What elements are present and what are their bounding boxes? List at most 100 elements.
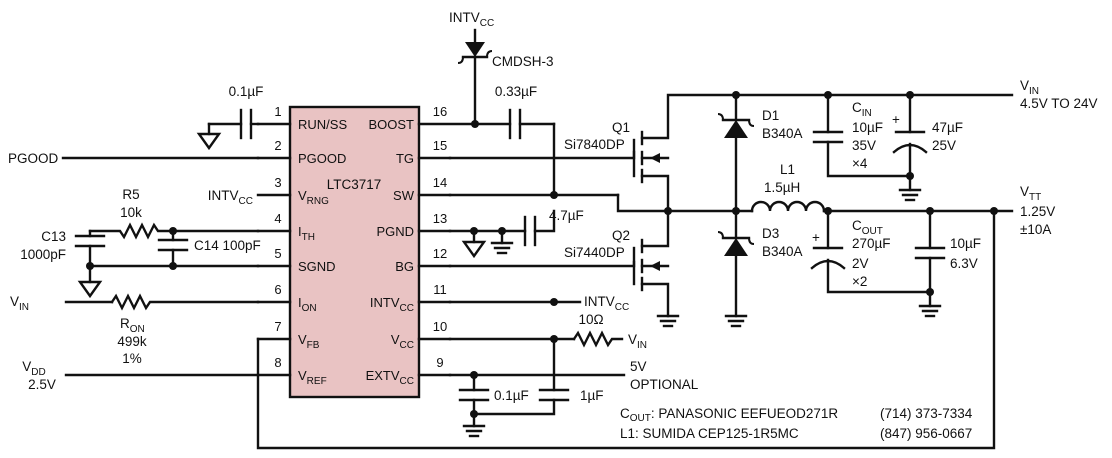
pin-sgnd-label: SGND <box>298 259 336 274</box>
vcc-filter: 10Ω VIN 1µF <box>448 312 647 416</box>
ic-part-label: LTC3717 <box>327 177 382 192</box>
c13-value: 1000pF <box>20 247 66 262</box>
component-notes: COUT: PANASONIC EEFUEOD271R (714) 373-73… <box>620 406 973 441</box>
c47-plus-sign: + <box>892 112 900 127</box>
pin-pgnd-label: PGND <box>376 224 414 239</box>
pin-3-number: 3 <box>274 175 281 190</box>
pin-10-number: 10 <box>433 319 447 334</box>
ion-vin-label: VIN <box>10 294 29 313</box>
c10-ceramic-capacitor: 10µF 6.3V <box>914 207 981 318</box>
pin-ith-label: ITH <box>298 224 315 243</box>
q1-name: Q1 <box>612 120 630 135</box>
pin-2-number: 2 <box>274 138 281 153</box>
pin-13-number: 13 <box>433 211 447 226</box>
pin-pgood-label: PGOOD <box>298 151 346 166</box>
ic-right-pins <box>417 122 477 377</box>
cout-voltage: 2V <box>852 256 869 271</box>
vdd-value: 2.5V <box>28 377 56 392</box>
cin-name: CIN <box>852 100 872 119</box>
cmdsh-label: CMDSH-3 <box>492 54 554 69</box>
extvcc-network: 0.1µF 5V OPTIONAL <box>448 359 699 438</box>
ic-body <box>288 105 421 399</box>
pgnd-capacitor-value: 4.7µF <box>549 208 584 223</box>
vrng-intvcc-label: INTVCC <box>208 188 253 207</box>
c47-bulk-capacitor: + 47µF 25V <box>892 91 963 202</box>
ic-left-pins <box>256 122 292 377</box>
boost-diode: INTVCC CMDSH-3 <box>449 10 554 128</box>
pin-15-number: 15 <box>433 138 447 153</box>
cout-plus-sign: + <box>812 230 820 245</box>
vcc-resistor-value: 10Ω <box>578 312 603 327</box>
pin-tg-label: TG <box>396 151 414 166</box>
cin-capacitors: CIN 10µF 35V ×4 <box>812 91 912 178</box>
vtt-voltage: 1.25V <box>1020 204 1055 219</box>
pin-vref-label: VREF <box>298 368 327 387</box>
intvcc-output-label: INTVCC <box>584 294 629 313</box>
boost-capacitor: 0.33µF <box>473 84 556 197</box>
pin-9-number: 9 <box>436 355 443 370</box>
c47-voltage: 25V <box>932 138 956 153</box>
ic-left-pin-labels: 1 2 3 4 5 6 7 8 RUN/SS PGOOD VRNG ITH SG… <box>274 104 347 387</box>
pin-14-number: 14 <box>433 175 447 190</box>
pin-sw-label: SW <box>393 188 415 203</box>
c13-name: C13 <box>41 229 66 244</box>
pin-boost-label: BOOST <box>368 117 414 132</box>
extvcc-capacitor-value: 0.1µF <box>494 388 529 403</box>
c10-value: 10µF <box>950 236 981 251</box>
pin-extvcc-label: EXTVCC <box>366 368 414 387</box>
pin-5-number: 5 <box>274 246 281 261</box>
ron-name: RON <box>120 316 145 335</box>
r5-value: 10k <box>120 205 142 220</box>
pin-8-number: 8 <box>274 355 281 370</box>
pin-ion-label: ION <box>298 295 317 314</box>
d1-part: B340A <box>762 126 803 141</box>
pin-11-number: 11 <box>433 282 447 297</box>
cout-count: ×2 <box>852 274 867 289</box>
ron-tolerance: 1% <box>122 351 142 366</box>
pgood-label: PGOOD <box>8 151 59 166</box>
ith-compensation-network: R5 10k C13 1000pF C14 100pF <box>20 187 261 299</box>
q2-part: Si7440DP <box>564 245 625 260</box>
boost-capacitor-value: 0.33µF <box>495 84 537 99</box>
vtt-current: ±10A <box>1020 222 1051 237</box>
d1-schottky-diode: D1 B340A <box>717 91 803 213</box>
note-l1-phone: (847) 956-0667 <box>880 426 972 441</box>
note-cout-phone: (714) 373-7334 <box>880 406 973 421</box>
run-ss-capacitor-value: 0.1µF <box>229 84 264 99</box>
ic-right-pin-labels: 16 15 14 13 12 11 10 9 BOOST TG SW PGND … <box>366 104 448 387</box>
vdd-label: VDD <box>22 359 45 378</box>
r5-name: R5 <box>122 187 139 202</box>
vin-output-label: VIN <box>1020 78 1039 97</box>
vin-range-label: 4.5V TO 24V <box>1020 96 1098 111</box>
pin-4-number: 4 <box>274 211 281 226</box>
vcc-capacitor-1uf: 1µF <box>580 388 604 403</box>
pin-bg-label: BG <box>395 259 414 274</box>
c10-voltage: 6.3V <box>950 256 978 271</box>
pin-12-number: 12 <box>433 246 447 261</box>
pin-intvcc-label: INTVCC <box>370 295 414 314</box>
note-cout: COUT: PANASONIC EEFUEOD271R <box>620 406 838 424</box>
q2-bottom-mosfet: Q2 Si7440DP <box>564 209 680 328</box>
boost-intvcc-label: INTVCC <box>449 10 494 29</box>
l1-inductor: L1 1.5µH <box>750 162 1014 213</box>
d3-schottky-diode: D3 B340A <box>717 209 803 328</box>
pin-1-number: 1 <box>274 104 281 119</box>
pgnd-ground: 4.7µF <box>448 208 584 259</box>
pin-7-number: 7 <box>274 319 281 334</box>
cout-name: COUT <box>852 218 883 237</box>
q1-top-mosfet: Q1 Si7840DP <box>564 93 1014 213</box>
extvcc-supply-label: 5V <box>630 359 647 374</box>
d3-part: B340A <box>762 244 803 259</box>
cin-value: 10µF <box>852 120 883 135</box>
pin-vfb-label: VFB <box>298 332 320 351</box>
pin-6-number: 6 <box>274 282 281 297</box>
pin-16-number: 16 <box>433 104 447 119</box>
note-l1: L1: SUMIDA CEP125-1R5MC <box>620 426 799 441</box>
vcc-vin-label: VIN <box>628 332 647 351</box>
l1-value: 1.5µH <box>764 180 800 195</box>
c47-value: 47µF <box>932 120 963 135</box>
cin-voltage: 35V <box>852 138 876 153</box>
l1-name: L1 <box>780 162 795 177</box>
cout-value: 270µF <box>852 236 891 251</box>
q1-part: Si7840DP <box>564 137 625 152</box>
